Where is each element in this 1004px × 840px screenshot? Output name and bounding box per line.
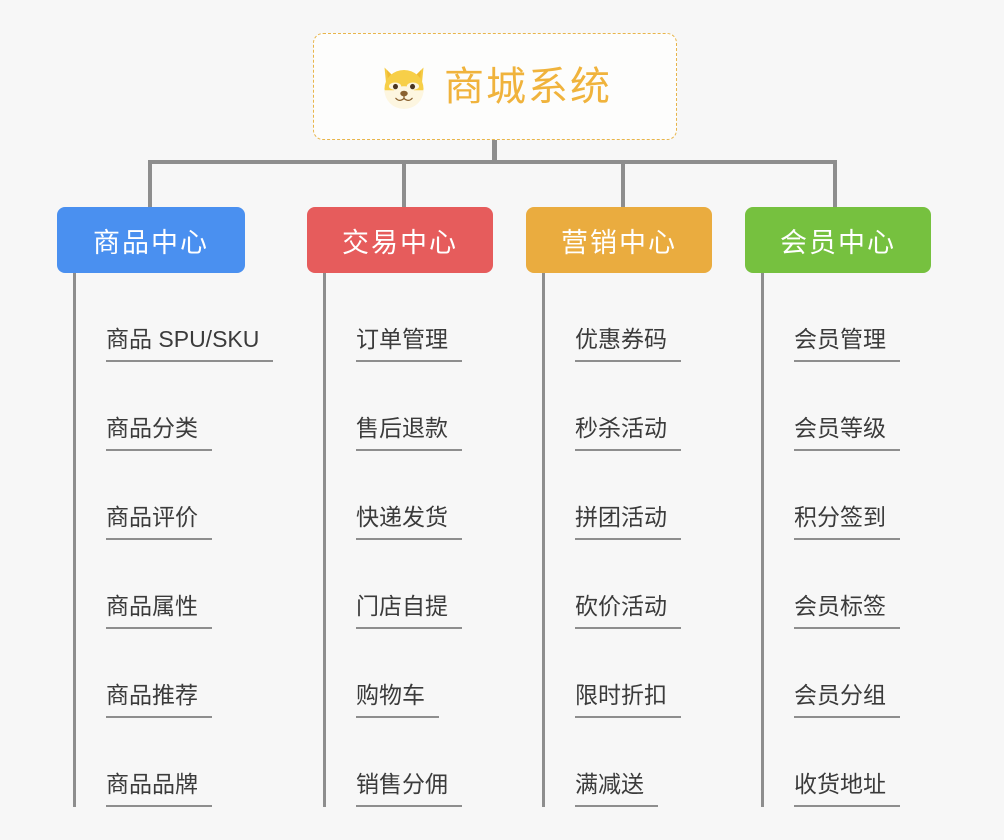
connector-drop-3 [621, 160, 625, 207]
leaf-item-label: 秒杀活动 [575, 414, 681, 451]
leaf-item[interactable]: 商品评价 [76, 451, 245, 540]
leaf-item-label: 售后退款 [356, 414, 462, 451]
leaf-item[interactable]: 门店自提 [326, 540, 493, 629]
leaf-item-label: 会员分组 [794, 681, 900, 718]
leaf-list-4: 会员管理会员等级积分签到会员标签会员分组收货地址 [761, 273, 931, 807]
leaf-item[interactable]: 砍价活动 [545, 540, 712, 629]
leaf-item[interactable]: 商品 SPU/SKU [76, 273, 274, 362]
leaf-list-2: 订单管理售后退款快递发货门店自提购物车销售分佣 [323, 273, 493, 807]
leaf-item[interactable]: 秒杀活动 [545, 362, 712, 451]
root-title: 商城系统 [444, 64, 612, 109]
leaf-item-label: 收货地址 [794, 770, 900, 807]
connector-horizontal-bus [148, 160, 836, 164]
leaf-item[interactable]: 购物车 [326, 629, 493, 718]
leaf-item-label: 商品 SPU/SKU [106, 325, 274, 362]
leaf-item[interactable]: 拼团活动 [545, 451, 712, 540]
connector-drop-1 [148, 160, 152, 207]
leaf-item[interactable]: 商品分类 [76, 362, 245, 451]
leaf-item[interactable]: 会员管理 [764, 273, 931, 362]
leaf-item-label: 商品品牌 [106, 770, 212, 807]
leaf-item-label: 拼团活动 [575, 503, 681, 540]
leaf-item-label: 商品推荐 [106, 681, 212, 718]
leaf-item-label: 门店自提 [356, 592, 462, 629]
leaf-item-label: 快递发货 [356, 503, 462, 540]
leaf-item[interactable]: 会员等级 [764, 362, 931, 451]
leaf-item[interactable]: 满减送 [545, 718, 712, 807]
shiba-dog-face-icon [384, 67, 424, 109]
leaf-list-3: 优惠券码秒杀活动拼团活动砍价活动限时折扣满减送 [542, 273, 712, 807]
category-column-2: 交易中心订单管理售后退款快递发货门店自提购物车销售分佣 [307, 207, 493, 807]
leaf-item-label: 积分签到 [794, 503, 900, 540]
leaf-item-label: 会员管理 [794, 325, 900, 362]
leaf-item-label: 限时折扣 [575, 681, 681, 718]
category-column-3: 营销中心优惠券码秒杀活动拼团活动砍价活动限时折扣满减送 [526, 207, 712, 807]
leaf-item[interactable]: 会员标签 [764, 540, 931, 629]
connector-drop-2 [402, 160, 406, 207]
leaf-item-label: 商品属性 [106, 592, 212, 629]
root-node[interactable]: 商城系统 [313, 33, 677, 140]
category-header-4[interactable]: 会员中心 [745, 207, 931, 273]
leaf-item[interactable]: 商品品牌 [76, 718, 245, 807]
category-column-1: 商品中心商品 SPU/SKU 商品分类商品评价商品属性商品推荐商品品牌 [57, 207, 274, 807]
leaf-item[interactable]: 售后退款 [326, 362, 493, 451]
connector-drop-4 [833, 160, 837, 207]
category-header-label: 营销中心 [561, 227, 677, 258]
leaf-item[interactable]: 商品属性 [76, 540, 245, 629]
leaf-item-label: 会员等级 [794, 414, 900, 451]
category-header-label: 会员中心 [780, 227, 896, 258]
leaf-item-label: 购物车 [356, 681, 439, 718]
leaf-item-label: 满减送 [575, 770, 658, 807]
leaf-list-1: 商品 SPU/SKU 商品分类商品评价商品属性商品推荐商品品牌 [73, 273, 274, 807]
leaf-item[interactable]: 快递发货 [326, 451, 493, 540]
leaf-item-label: 商品评价 [106, 503, 212, 540]
leaf-item[interactable]: 积分签到 [764, 451, 931, 540]
connector-root-stub [492, 140, 497, 163]
leaf-item-label: 砍价活动 [575, 592, 681, 629]
leaf-item[interactable]: 订单管理 [326, 273, 493, 362]
leaf-item[interactable]: 优惠券码 [545, 273, 712, 362]
category-header-label: 交易中心 [342, 227, 458, 258]
leaf-item[interactable]: 销售分佣 [326, 718, 493, 807]
category-header-3[interactable]: 营销中心 [526, 207, 712, 273]
category-header-1[interactable]: 商品中心 [57, 207, 245, 273]
leaf-item-label: 销售分佣 [356, 770, 462, 807]
leaf-item-label: 会员标签 [794, 592, 900, 629]
leaf-item[interactable]: 商品推荐 [76, 629, 245, 718]
leaf-item[interactable]: 会员分组 [764, 629, 931, 718]
category-header-2[interactable]: 交易中心 [307, 207, 493, 273]
leaf-item-label: 优惠券码 [575, 325, 681, 362]
leaf-item[interactable]: 限时折扣 [545, 629, 712, 718]
category-header-label: 商品中心 [93, 227, 209, 258]
leaf-item-label: 商品分类 [106, 414, 212, 451]
category-column-4: 会员中心会员管理会员等级积分签到会员标签会员分组收货地址 [745, 207, 931, 807]
leaf-item-label: 订单管理 [356, 325, 462, 362]
leaf-item[interactable]: 收货地址 [764, 718, 931, 807]
